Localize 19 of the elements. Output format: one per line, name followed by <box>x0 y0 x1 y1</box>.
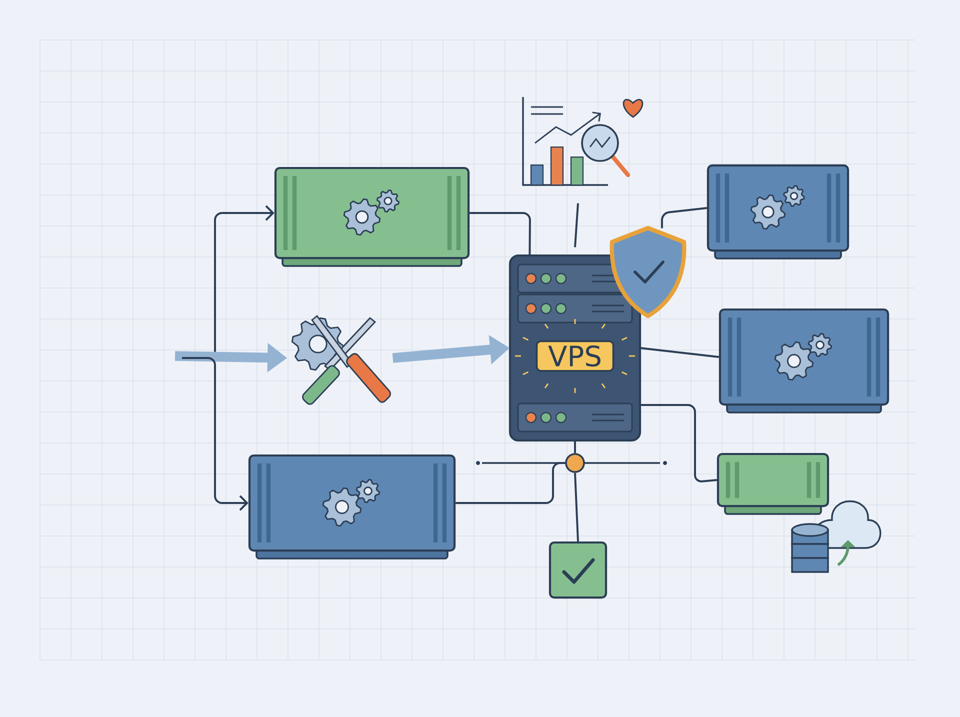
arrow <box>182 357 248 511</box>
container-drawing <box>706 164 850 260</box>
connector-line <box>640 347 720 358</box>
connector-line <box>574 472 579 542</box>
container-drawing <box>248 454 456 560</box>
container-drawing <box>718 308 890 414</box>
tools-drawing <box>291 315 392 405</box>
chart-drawing <box>522 97 644 186</box>
connector-line <box>574 203 579 248</box>
check-box <box>548 541 608 599</box>
server-box: VPS <box>508 254 642 442</box>
container-drawing <box>274 166 470 267</box>
connector-line <box>661 207 708 228</box>
connector-line <box>456 462 566 504</box>
connector-line <box>640 404 718 482</box>
connector-line <box>574 440 576 454</box>
container-drawing <box>716 452 830 515</box>
shield-icon <box>610 226 686 318</box>
connector-line <box>470 212 531 256</box>
